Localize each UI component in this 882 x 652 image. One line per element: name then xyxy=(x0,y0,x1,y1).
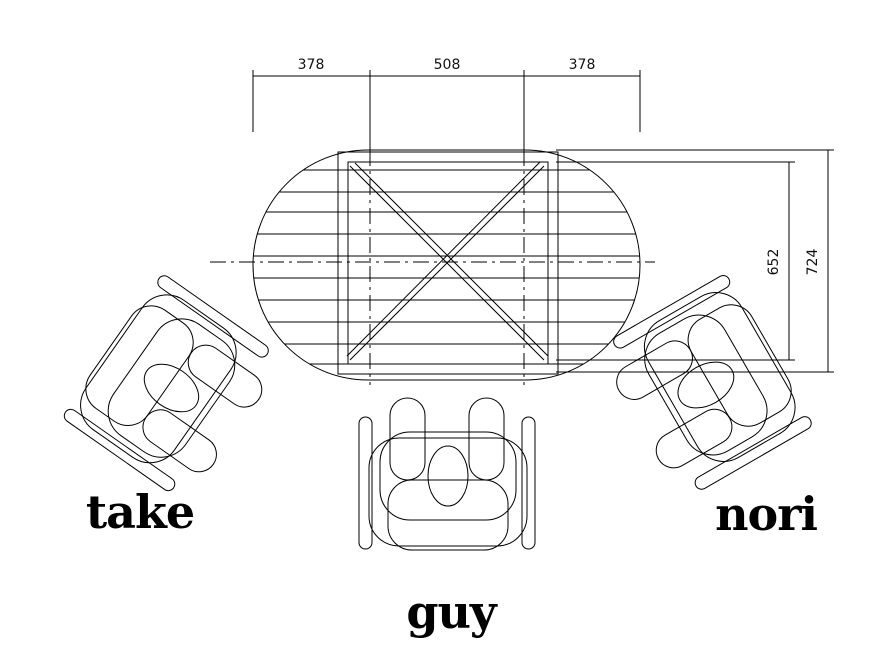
dimension-top-right: 378 xyxy=(569,57,596,73)
label-nori: nori xyxy=(715,487,817,541)
table-top-outline xyxy=(252,149,641,381)
dimension-right-inner: 652 xyxy=(766,249,782,276)
label-take: take xyxy=(86,485,194,539)
top-dimension-line xyxy=(252,70,641,150)
dimension-top-left: 378 xyxy=(298,57,325,73)
armchair-bottom xyxy=(358,397,536,551)
label-guy: guy xyxy=(406,585,498,639)
armchair-left xyxy=(60,272,287,505)
table-frame-outer xyxy=(337,151,559,375)
dimension-right-outer: 724 xyxy=(805,249,821,276)
table-slats xyxy=(253,169,640,365)
right-dimension-lines xyxy=(556,149,834,373)
armchair-right xyxy=(594,272,815,502)
oval-table xyxy=(210,149,655,385)
dimension-top-middle: 508 xyxy=(434,57,461,73)
table-cross-braces xyxy=(346,161,549,361)
table-frame-inner xyxy=(347,161,549,365)
